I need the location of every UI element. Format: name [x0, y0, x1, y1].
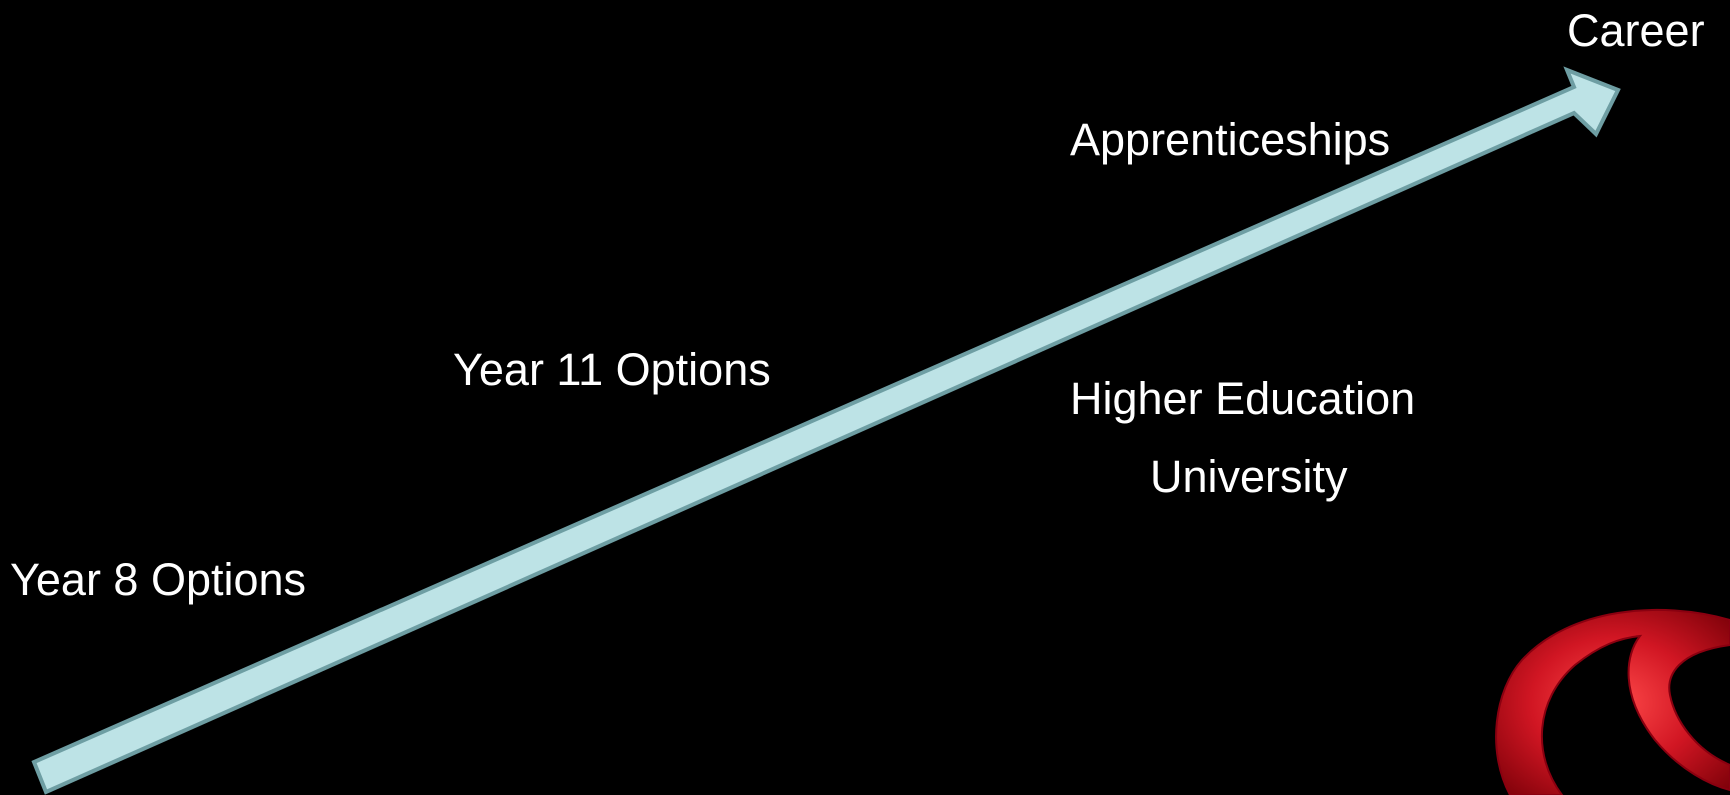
year8-options-label: Year 8 Options — [10, 554, 307, 605]
career-label: Career — [1567, 5, 1705, 56]
higher-education-label: Higher Education — [1070, 373, 1416, 424]
apprenticeships-label: Apprenticeships — [1070, 114, 1391, 165]
year11-options-label: Year 11 Options — [453, 344, 771, 395]
red-swoosh-logo-icon — [1495, 608, 1730, 795]
arrow-shape — [31, 66, 1621, 795]
university-label: University — [1150, 451, 1348, 502]
